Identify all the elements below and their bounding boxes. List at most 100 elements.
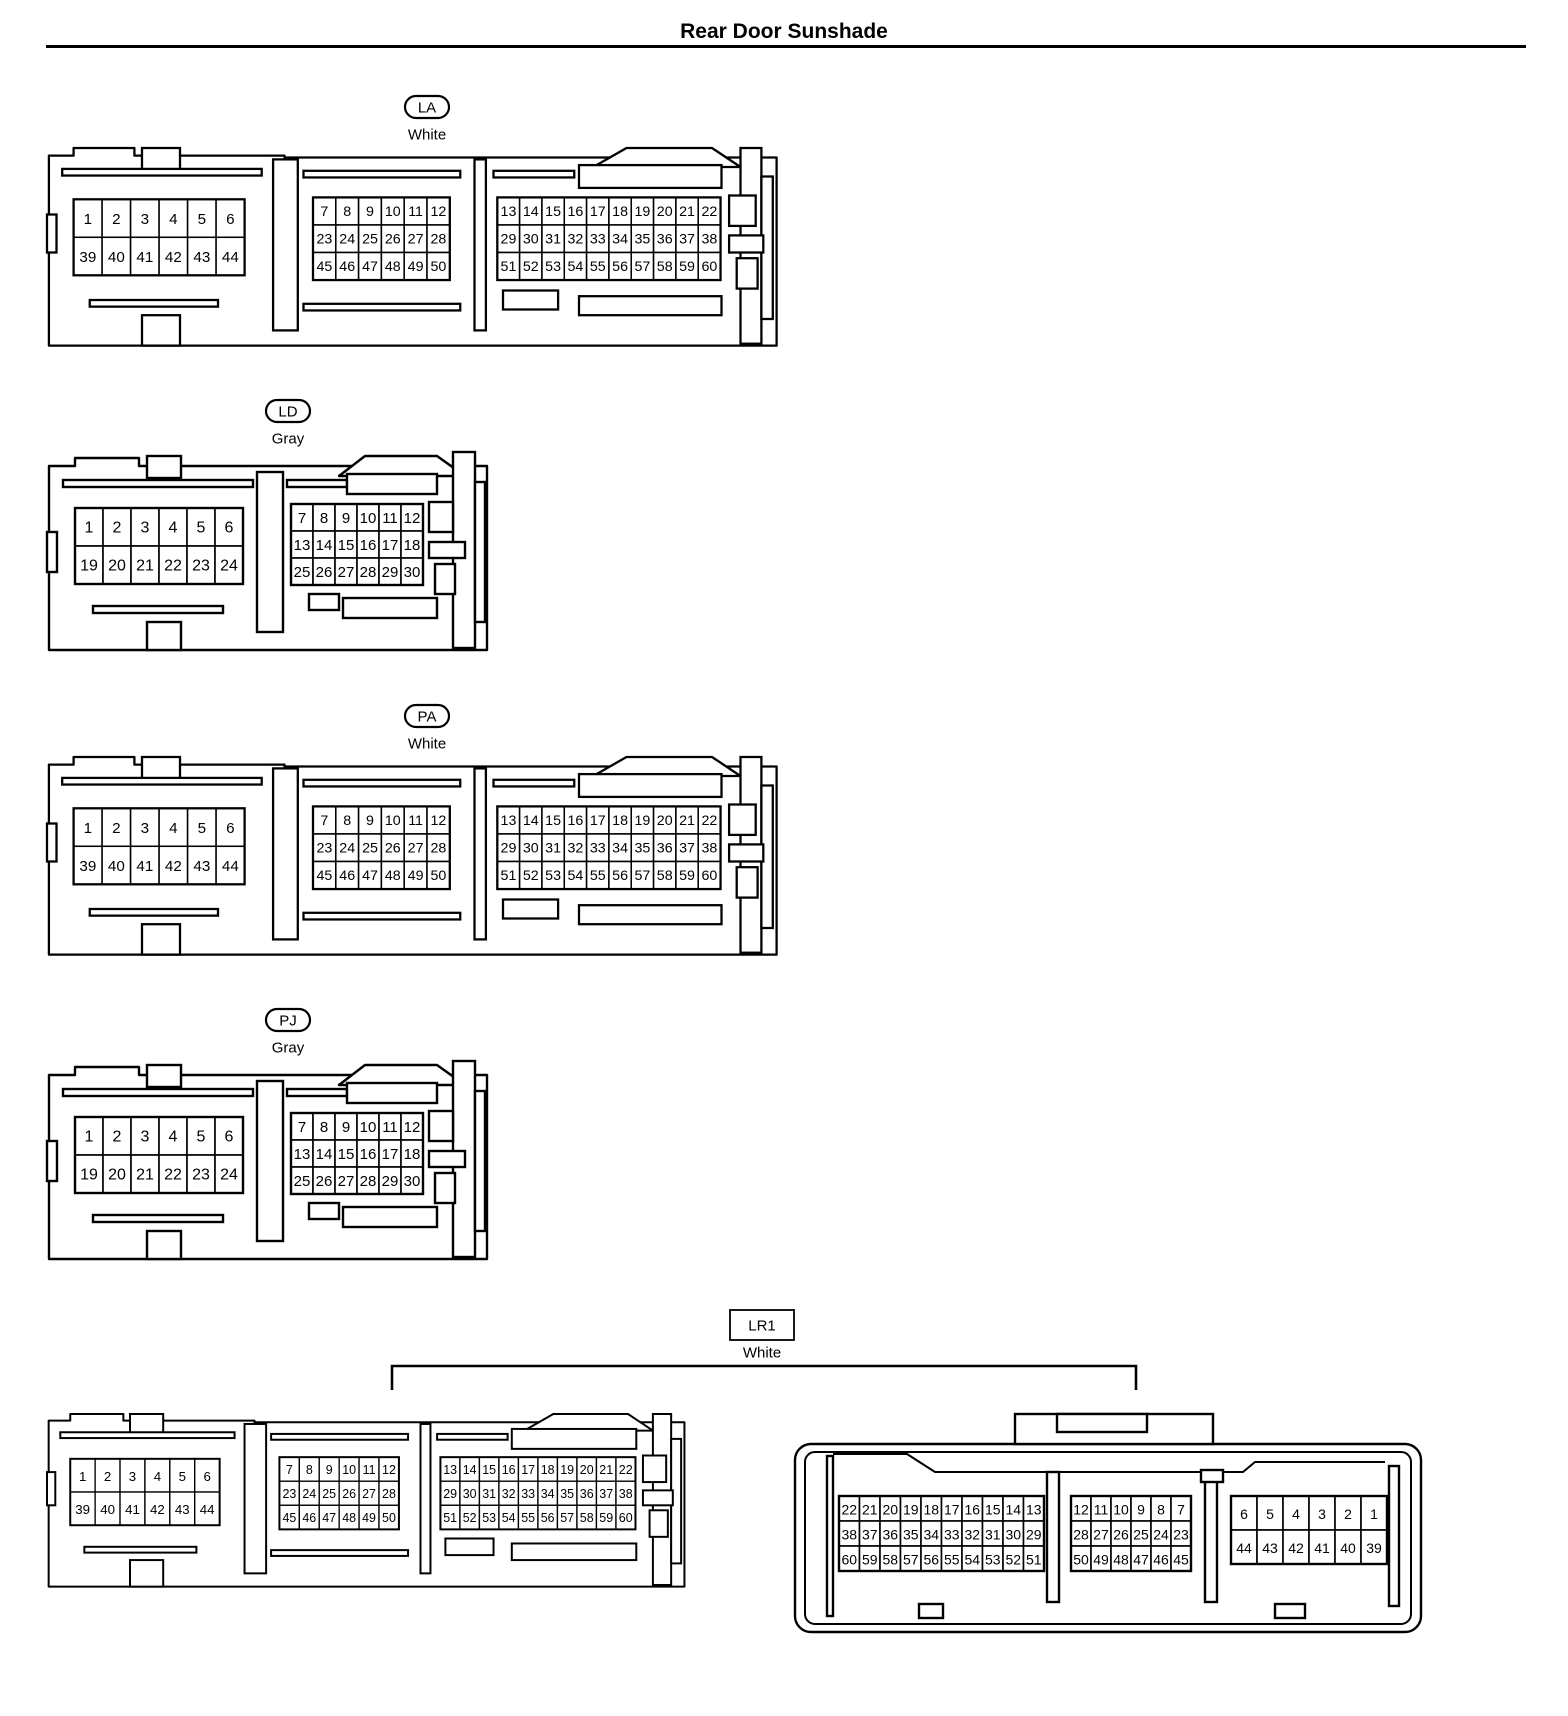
pin-cavity bbox=[158, 236, 189, 277]
pin-number: 44 bbox=[1236, 1540, 1252, 1556]
pin-number: 56 bbox=[612, 259, 628, 275]
top-latch-key bbox=[1055, 1412, 1149, 1434]
connector-id: LR1 bbox=[748, 1318, 776, 1335]
pin-number: 22 bbox=[701, 813, 717, 829]
housing-rib bbox=[577, 295, 723, 317]
pin-number: 27 bbox=[1093, 1527, 1109, 1543]
pin-number: 4 bbox=[169, 820, 177, 837]
pin-number: 5 bbox=[197, 520, 206, 537]
pin-number: 17 bbox=[944, 1502, 960, 1518]
pin-block-frame bbox=[289, 502, 425, 587]
housing-rib bbox=[492, 169, 576, 179]
pin-block-frame bbox=[289, 1111, 425, 1196]
pin-number: 5 bbox=[198, 820, 206, 837]
housing-rib bbox=[577, 904, 723, 926]
pin-number: 9 bbox=[1137, 1502, 1145, 1518]
pin-number: 8 bbox=[343, 204, 351, 220]
pin-number: 16 bbox=[360, 1146, 377, 1163]
pin-number: 14 bbox=[463, 1463, 477, 1477]
side-rib bbox=[825, 1454, 835, 1618]
pin-number: 25 bbox=[1133, 1527, 1149, 1543]
key-slot bbox=[427, 540, 467, 560]
housing-rib bbox=[61, 478, 255, 489]
pin-number: 36 bbox=[882, 1527, 898, 1543]
pin-number: 18 bbox=[541, 1463, 555, 1477]
housing-rib bbox=[345, 472, 439, 496]
section-divider bbox=[243, 1422, 268, 1575]
pin-number: 54 bbox=[568, 259, 584, 275]
connector-id: PJ bbox=[279, 1013, 297, 1030]
housing-rib bbox=[345, 1081, 439, 1105]
pin-number: 6 bbox=[225, 1129, 234, 1146]
pin-number: 3 bbox=[141, 1129, 150, 1146]
pin-number: 18 bbox=[612, 813, 628, 829]
top-tab bbox=[145, 454, 183, 480]
section-divider bbox=[255, 1079, 285, 1243]
pin-number: 4 bbox=[1292, 1506, 1300, 1522]
pin-number: 35 bbox=[634, 232, 650, 248]
side-notch bbox=[45, 213, 58, 254]
pin-number: 58 bbox=[882, 1552, 898, 1568]
connector-id-badge bbox=[264, 398, 312, 424]
pin-number: 37 bbox=[862, 1527, 878, 1543]
pin-number: 3 bbox=[129, 1469, 136, 1484]
connector-color: White bbox=[408, 736, 446, 753]
pin-number: 28 bbox=[1073, 1527, 1089, 1543]
pin-cavity bbox=[101, 198, 132, 239]
pin-number: 21 bbox=[679, 813, 695, 829]
housing-rib bbox=[302, 302, 462, 312]
pin-number: 15 bbox=[985, 1502, 1001, 1518]
pin-number: 21 bbox=[862, 1502, 878, 1518]
pin-cavity bbox=[158, 545, 188, 585]
pin-number: 34 bbox=[923, 1527, 939, 1543]
pin-number: 39 bbox=[75, 1502, 90, 1517]
pin-number: 24 bbox=[302, 1487, 316, 1501]
pin-number: 40 bbox=[1340, 1540, 1356, 1556]
pin-number: 38 bbox=[841, 1527, 857, 1543]
pin-number: 50 bbox=[382, 1511, 396, 1525]
section-divider bbox=[271, 767, 299, 941]
pin-block-frame bbox=[278, 1456, 400, 1531]
pin-number: 27 bbox=[338, 564, 355, 581]
pin-number: 41 bbox=[136, 858, 153, 875]
pin-number: 48 bbox=[385, 868, 401, 884]
pin-number: 10 bbox=[385, 813, 401, 829]
pin-number: 13 bbox=[501, 204, 517, 220]
pin-number: 50 bbox=[430, 868, 446, 884]
pin-number: 3 bbox=[141, 520, 150, 537]
pin-cavity bbox=[130, 1116, 160, 1156]
connector-color: White bbox=[743, 1345, 781, 1362]
pin-number: 12 bbox=[382, 1463, 396, 1477]
side-rib bbox=[1387, 1464, 1401, 1608]
pin-number: 51 bbox=[1026, 1552, 1042, 1568]
pin-number: 1 bbox=[84, 211, 92, 228]
key-slot bbox=[1273, 1602, 1307, 1620]
housing-rib bbox=[307, 1201, 341, 1221]
pin-number: 30 bbox=[523, 232, 539, 248]
section-divider bbox=[473, 158, 488, 332]
pin-number: 28 bbox=[360, 564, 377, 581]
key-slot bbox=[641, 1489, 674, 1507]
pin-number: 55 bbox=[590, 259, 606, 275]
pin-number: 3 bbox=[141, 211, 149, 228]
housing-rib bbox=[61, 776, 263, 786]
pin-number: 34 bbox=[541, 1487, 555, 1501]
pin-number: 54 bbox=[502, 1511, 516, 1525]
pin-block-frame bbox=[1229, 1494, 1389, 1566]
pin-number: 52 bbox=[523, 259, 539, 275]
section-divider bbox=[255, 470, 285, 634]
pin-number: 48 bbox=[1113, 1552, 1129, 1568]
housing-rib bbox=[307, 592, 341, 612]
pin-number: 20 bbox=[108, 558, 126, 575]
pin-number: 39 bbox=[1366, 1540, 1382, 1556]
housing-rib bbox=[510, 1542, 638, 1562]
pin-number: 16 bbox=[568, 813, 584, 829]
pin-number: 23 bbox=[316, 232, 332, 248]
connector-id-badge bbox=[264, 1007, 312, 1033]
